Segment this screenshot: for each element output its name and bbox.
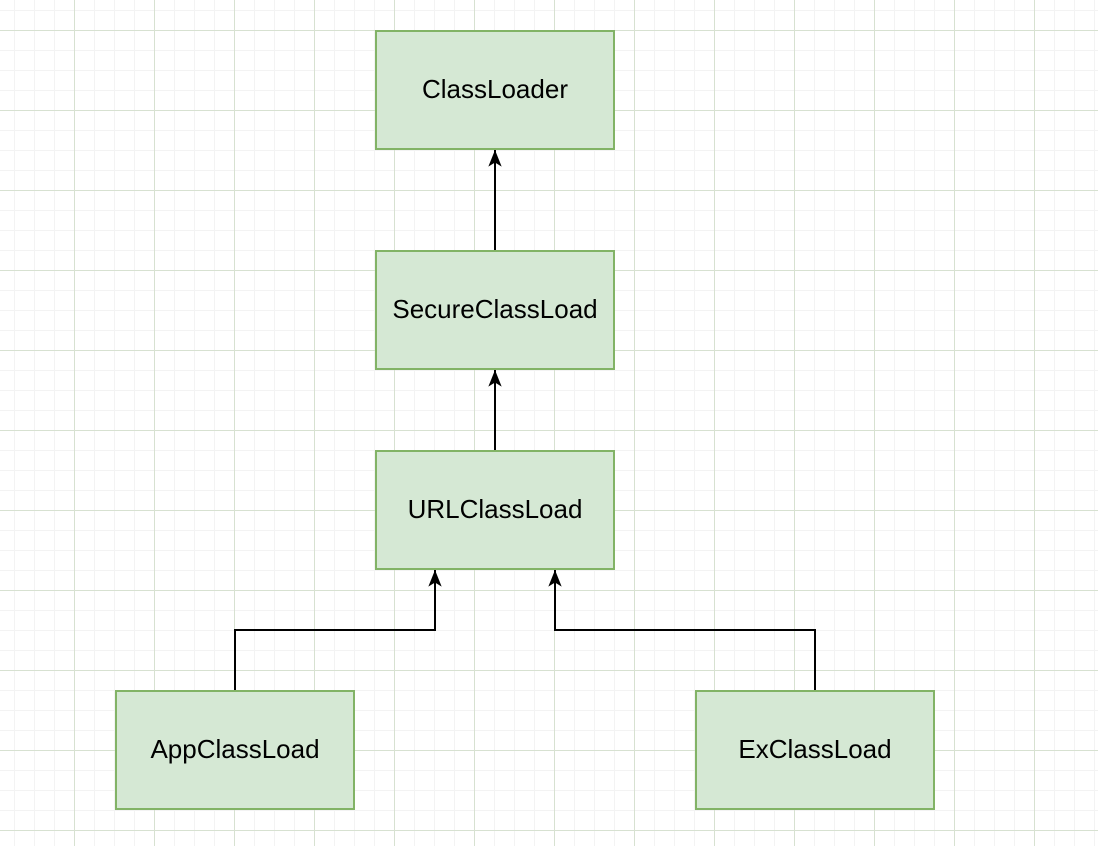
node-exclassload[interactable]: ExClassLoad	[695, 690, 935, 810]
node-classloader[interactable]: ClassLoader	[375, 30, 615, 150]
node-secureclassload[interactable]: SecureClassLoad	[375, 250, 615, 370]
edge-appclassload-to-urlclassload[interactable]	[234, 570, 442, 690]
node-appclassload[interactable]: AppClassLoad	[115, 690, 355, 810]
node-label: URLClassLoad	[407, 494, 583, 525]
node-label: ClassLoader	[422, 74, 568, 105]
node-urlclassload[interactable]: URLClassLoad	[375, 450, 615, 570]
node-label: ExClassLoad	[738, 734, 892, 765]
node-label: AppClassLoad	[150, 734, 320, 765]
edge-exclassload-to-urlclassload[interactable]	[548, 570, 816, 690]
node-label: SecureClassLoad	[392, 294, 598, 325]
